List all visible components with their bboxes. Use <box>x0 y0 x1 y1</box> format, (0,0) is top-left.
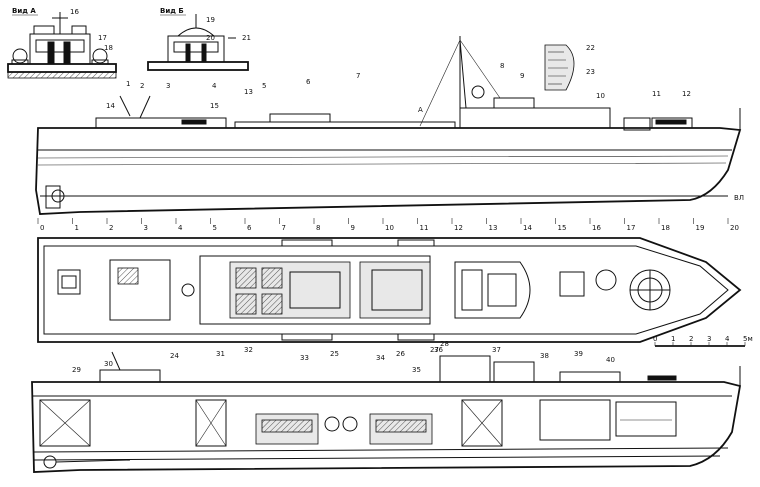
station-label: 12 <box>454 224 463 232</box>
station-label: 7 <box>282 224 286 232</box>
scale-tick-label: 2 <box>689 335 693 343</box>
station-label: 3 <box>144 224 148 232</box>
callout-label: 9 <box>520 72 524 80</box>
station-label: 19 <box>696 224 705 232</box>
scale-tick-label: 4 <box>725 335 730 343</box>
callout-label: 1 <box>126 80 130 88</box>
callout-label: 26 <box>396 350 405 358</box>
callout-label: 4 <box>212 82 217 90</box>
station-label: 8 <box>316 224 320 232</box>
station-label: 9 <box>351 224 355 232</box>
waterline-label: ВЛ <box>734 194 744 202</box>
station-label: 16 <box>592 224 601 232</box>
station-label: 11 <box>420 224 429 232</box>
detail-view-b: Вид Б <box>147 7 249 71</box>
callout-label: 6 <box>306 78 311 86</box>
callout-label: 25 <box>330 350 339 358</box>
callout-label: 23 <box>586 68 595 76</box>
station-label: 10 <box>385 224 394 232</box>
callout-label: 33 <box>300 354 309 362</box>
callout-label: 2 <box>140 82 144 90</box>
station-label: 6 <box>247 224 252 232</box>
scale-tick-label: 5м <box>743 335 753 343</box>
detail-plate <box>544 44 575 91</box>
callout-label: 14 <box>106 102 115 110</box>
callout-label: 17 <box>98 34 107 42</box>
callout-label: 39 <box>574 350 583 358</box>
callout-label: 34 <box>376 354 385 362</box>
callout-label: 36 <box>434 346 443 354</box>
station-label: 13 <box>489 224 498 232</box>
section-view <box>31 351 742 473</box>
callout-label: 12 <box>682 90 691 98</box>
scale-tick-label: 1 <box>671 335 675 343</box>
callout-label: 28 <box>440 340 449 348</box>
callout-label: 38 <box>540 352 549 360</box>
callout-label: 21 <box>242 34 251 42</box>
callout-label: 20 <box>206 34 215 42</box>
callout-label: 8 <box>500 62 504 70</box>
callout-label: 7 <box>356 72 360 80</box>
scale-ticks: 0 1 2 3 4 5м <box>653 335 753 346</box>
station-label: 2 <box>109 224 113 232</box>
station-label: 20 <box>730 224 739 232</box>
station-label: 0 <box>40 224 44 232</box>
callout-label: 13 <box>244 88 253 96</box>
callout-label: 22 <box>586 44 595 52</box>
callout-label: 16 <box>70 8 79 16</box>
callout-label: 15 <box>210 102 219 110</box>
station-label: 5 <box>213 224 217 232</box>
callout-label: 10 <box>596 92 605 100</box>
station-label: 4 <box>178 224 183 232</box>
callout-label: 5 <box>262 82 266 90</box>
callout-label: 37 <box>492 346 501 354</box>
scale-bar: 0 1 2 3 4 5м <box>653 335 753 347</box>
callout-label: 19 <box>206 16 215 24</box>
callout-label: 30 <box>104 360 113 368</box>
view-a-label: Вид А <box>12 7 36 15</box>
callout-label: 3 <box>166 82 170 90</box>
callout-label: 11 <box>652 90 661 98</box>
station-label: 14 <box>523 224 532 232</box>
scale-tick-label: 0 <box>653 335 657 343</box>
view-b-label: Вид Б <box>160 7 184 15</box>
station-label: 18 <box>661 224 670 232</box>
station-label: 17 <box>627 224 636 232</box>
scale-tick-label: 3 <box>707 335 711 343</box>
callout-label: 40 <box>606 356 615 364</box>
callout-label: 32 <box>244 346 253 354</box>
callout-label: 27 <box>430 346 439 354</box>
detail-view-a: Вид А <box>7 7 117 79</box>
callout-label: 29 <box>72 366 81 374</box>
callout-label: 35 <box>412 366 421 374</box>
deck-plan <box>37 237 742 343</box>
marker-a: A <box>418 106 423 114</box>
station-label: 15 <box>558 224 567 232</box>
station-label: 1 <box>75 224 79 232</box>
callout-label: 31 <box>216 350 225 358</box>
callout-label: 18 <box>104 44 113 52</box>
callout-label: 24 <box>170 352 179 360</box>
